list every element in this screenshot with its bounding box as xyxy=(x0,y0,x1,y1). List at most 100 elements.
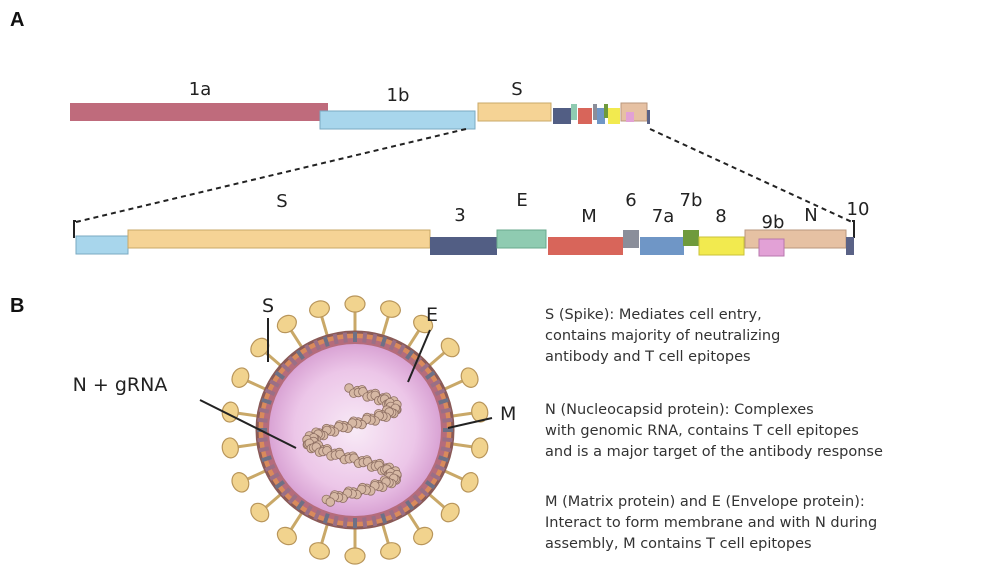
m-block xyxy=(548,237,623,255)
spike-stalk xyxy=(237,442,261,449)
membrane-protein xyxy=(442,417,453,423)
membrane-protein xyxy=(257,437,268,443)
orf6-label: 6 xyxy=(625,190,636,211)
membrane-protein xyxy=(440,407,452,414)
spike-head xyxy=(460,367,479,388)
membrane-protein xyxy=(412,494,423,505)
orf7a-block-small xyxy=(597,108,605,124)
spike-protein xyxy=(441,468,479,493)
spike-stalk xyxy=(380,316,390,339)
membrane-protein xyxy=(430,379,441,388)
s-block xyxy=(477,102,552,122)
spike-head xyxy=(413,314,434,334)
spike-protein xyxy=(405,509,434,546)
membrane-protein xyxy=(353,518,357,528)
orf8-label: 8 xyxy=(715,206,726,227)
m-block-small xyxy=(578,108,592,124)
membrane-protein xyxy=(419,362,430,373)
membrane-protein xyxy=(425,370,436,380)
spike-stalk xyxy=(426,491,446,509)
membrane-protein xyxy=(434,388,446,397)
membrane-proteins xyxy=(257,332,453,528)
n-label: N xyxy=(804,205,817,226)
membrane-protein xyxy=(332,515,339,527)
membrane-protein xyxy=(269,472,280,481)
spike-protein xyxy=(250,337,284,369)
spike-head xyxy=(471,401,489,423)
membrane-envelope-description: M (Matrix protein) and E (Envelope prote… xyxy=(545,494,878,552)
spike-head xyxy=(250,502,270,523)
n-grna-pointer xyxy=(199,399,297,449)
bracket-left xyxy=(73,220,76,238)
m-pointer xyxy=(447,417,493,429)
spike-head xyxy=(276,526,297,546)
spike-stalk xyxy=(320,316,330,339)
spike-stalk xyxy=(449,442,473,449)
membrane-protein xyxy=(362,332,368,343)
orf7a-block xyxy=(640,237,684,255)
rna-bead xyxy=(325,497,336,507)
membrane-protein xyxy=(380,336,388,347)
panel-a-label: A xyxy=(10,9,24,31)
orf3-block-small xyxy=(553,108,571,124)
spike-head xyxy=(440,337,460,358)
membrane-protein xyxy=(430,472,441,481)
spike-protein xyxy=(344,526,366,565)
membrane-protein xyxy=(322,336,330,347)
spike-protein xyxy=(426,337,460,369)
orf8-block xyxy=(698,236,745,256)
membrane-protein xyxy=(295,500,305,511)
virion-s-label: S xyxy=(262,295,274,317)
membrane-protein xyxy=(397,344,406,355)
membrane-protein xyxy=(342,517,348,528)
spike-head xyxy=(250,337,270,358)
spike-protein xyxy=(221,437,261,459)
orf3-block xyxy=(430,237,497,255)
s-label: S xyxy=(276,191,287,212)
spike-description: S (Spike): Mediates cell entry, contains… xyxy=(545,307,781,365)
spike-head xyxy=(309,300,330,318)
orf7b-label: 7b xyxy=(680,190,703,211)
spike-protein xyxy=(380,521,401,560)
orf6-block-small xyxy=(593,104,597,120)
spike-protein xyxy=(380,300,401,339)
spike-stalk xyxy=(289,509,305,531)
orf1b-tail-block xyxy=(75,235,129,255)
membrane-protein xyxy=(443,428,453,432)
spike-stalk xyxy=(441,468,463,481)
orf3-label: 3 xyxy=(454,205,465,226)
membrane-protein xyxy=(274,370,285,380)
spike-protein xyxy=(449,401,489,423)
spike-head xyxy=(276,314,297,334)
membrane-protein xyxy=(257,417,268,423)
orf9b-block-small xyxy=(626,112,634,122)
orf10-label: 10 xyxy=(847,199,870,220)
membrane-protein xyxy=(258,446,270,453)
membrane-protein xyxy=(322,513,330,524)
spike-stalk xyxy=(289,329,305,351)
orf7a-label: 7a xyxy=(652,206,674,227)
spike-stalk xyxy=(237,411,261,418)
orf7b-block xyxy=(683,230,699,246)
nucleocapsid-rna xyxy=(302,383,402,507)
spike-head xyxy=(380,300,401,318)
genome-bar xyxy=(70,102,650,130)
membrane-protein xyxy=(362,517,368,528)
nucleocapsid-description: N (Nucleocapsid protein): Complexes with… xyxy=(545,402,883,460)
spike-protein xyxy=(426,491,460,523)
virion-m-label: M xyxy=(500,403,516,425)
membrane-protein xyxy=(425,480,436,490)
membrane-protein xyxy=(332,333,339,345)
spike-head xyxy=(344,547,366,565)
expanded-bar xyxy=(73,220,855,257)
membrane-protein xyxy=(264,463,276,472)
spike-protein xyxy=(250,491,284,523)
membrane-protein xyxy=(258,407,270,414)
zoom-line-right xyxy=(649,128,853,223)
membrane-protein xyxy=(287,494,298,505)
spike-head xyxy=(221,437,239,459)
membrane-protein xyxy=(342,332,348,343)
s-label-top: S xyxy=(511,79,522,100)
virion-e-label: E xyxy=(426,304,438,326)
membrane-protein xyxy=(388,509,397,521)
